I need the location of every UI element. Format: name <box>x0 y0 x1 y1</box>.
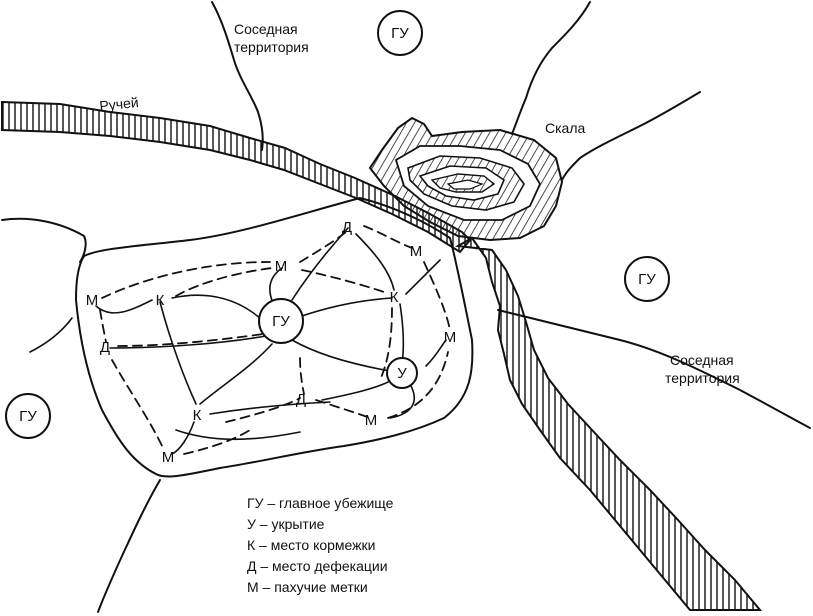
outside-shelter-top <box>377 10 423 56</box>
scent-node-5: М <box>365 412 378 429</box>
defecation-node-2: Д <box>100 339 110 356</box>
legend-item-main-shelter: ГУ – главное убежище <box>247 495 394 511</box>
stream-lower <box>454 236 763 611</box>
stream-label: Ручей <box>99 94 140 114</box>
main-shelter-circle <box>258 298 304 344</box>
territory-nodes: ГУ У К К К Д Д Д М М М М М М <box>86 219 457 466</box>
outside-shelter-right <box>624 256 670 302</box>
rock-label: Скала <box>545 120 585 136</box>
outside-shelter-left <box>5 393 51 439</box>
scent-node-3: М <box>86 292 99 309</box>
dashed-trails <box>99 225 451 455</box>
rock-cliff <box>368 116 564 242</box>
solid-trails <box>95 227 447 455</box>
scent-node-2: М <box>410 243 423 260</box>
legend-item-defecation: Д – место дефекации <box>247 558 388 574</box>
main-shelter-label: ГУ <box>272 313 290 330</box>
outside-shelter-right-label: ГУ <box>638 271 656 288</box>
outside-shelter-top-label: ГУ <box>391 25 409 42</box>
feeding-node-3: К <box>193 407 202 424</box>
scent-node-1: М <box>275 258 288 275</box>
defecation-node-3: Д <box>296 391 306 408</box>
legend-item-scent: М – пахучие метки <box>247 579 368 595</box>
feeding-node-2: К <box>390 289 399 306</box>
home-territory-outline <box>75 197 474 478</box>
defecation-node-1: Д <box>342 219 352 236</box>
shelter-label: У <box>397 365 407 382</box>
neighbor-right-label: Соседная территория <box>665 352 740 386</box>
outside-shelter-left-label: ГУ <box>19 408 37 425</box>
legend-item-feeding: К – место кормежки <box>247 537 375 553</box>
region-labels: Ручей Скала Соседная территория Соседная… <box>99 21 740 386</box>
shelter-circle <box>386 357 418 389</box>
outside-shelters: ГУ ГУ ГУ <box>5 10 670 439</box>
scent-node-4: М <box>444 329 457 346</box>
neighbor-top-label: Соседная территория <box>234 21 309 55</box>
legend: ГУ – главное убежище У – укрытие К – мес… <box>247 495 394 595</box>
scent-node-6: М <box>162 449 175 466</box>
feeding-node-1: К <box>156 292 165 309</box>
legend-item-shelter: У – укрытие <box>247 516 325 532</box>
